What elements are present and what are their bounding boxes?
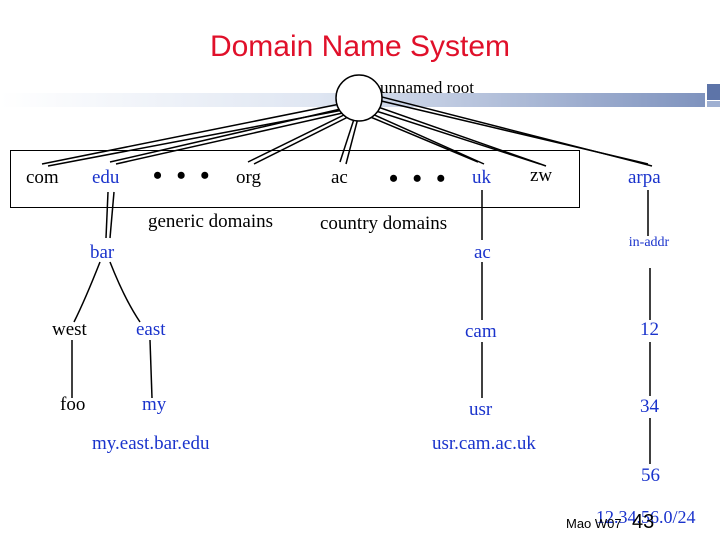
node-34: 34 [640, 396, 659, 417]
tld-edu: edu [92, 167, 120, 188]
footer-author: Mao W07 [566, 516, 622, 531]
node-12: 12 [640, 319, 659, 340]
node-cam: cam [465, 321, 497, 342]
tld-ac: ac [331, 167, 348, 188]
fqdn-12-34-56-0-24: 12.34.56.0/24 [596, 507, 696, 527]
node-56: 56 [641, 465, 660, 486]
node-foo: foo [60, 394, 86, 415]
node-my: my [142, 394, 167, 415]
fqdn-my-east-bar-edu: my.east.bar.edu [92, 433, 210, 454]
edge-east-my [149, 339, 153, 399]
top-level-domains-box [10, 150, 580, 208]
generic-domains-label: generic domains [148, 211, 274, 232]
edge-root-edu [109, 107, 346, 163]
edge-root-ac [339, 115, 356, 163]
tld-com: com [26, 167, 59, 188]
tld-zw: zw [530, 165, 553, 186]
node-west: west [52, 319, 87, 340]
tld-org: org [236, 167, 261, 188]
edge-root-org [247, 111, 351, 163]
node-usr: usr [469, 399, 493, 420]
country-ellipsis: • • • [389, 164, 450, 193]
generic-ellipsis: • • • [153, 161, 214, 190]
node-bar: bar [90, 242, 115, 263]
tld-uk: uk [472, 167, 491, 188]
root-node-circle [335, 74, 383, 122]
root-label: unnamed root [380, 78, 474, 97]
edge-bar-east [109, 261, 141, 323]
edge-root-com [41, 103, 341, 165]
tld-arpa: arpa [628, 167, 661, 188]
edge-root-uk [367, 115, 479, 163]
edge-edu-bar [105, 191, 109, 239]
edge-bar-west [73, 261, 101, 323]
page-number: 43 [632, 511, 655, 533]
node-in-addr: in-addr [628, 235, 670, 250]
decorative-corner-block-lower [707, 101, 720, 107]
node-east: east [136, 319, 166, 340]
country-domains-label: country domains [320, 213, 448, 234]
edge-root-zw [372, 109, 541, 165]
fqdn-usr-cam-ac-uk: usr.cam.ac.uk [432, 433, 536, 454]
slide-title: Domain Name System [209, 30, 511, 63]
decorative-corner-block [707, 84, 720, 100]
node-uk-ac: ac [474, 242, 491, 263]
